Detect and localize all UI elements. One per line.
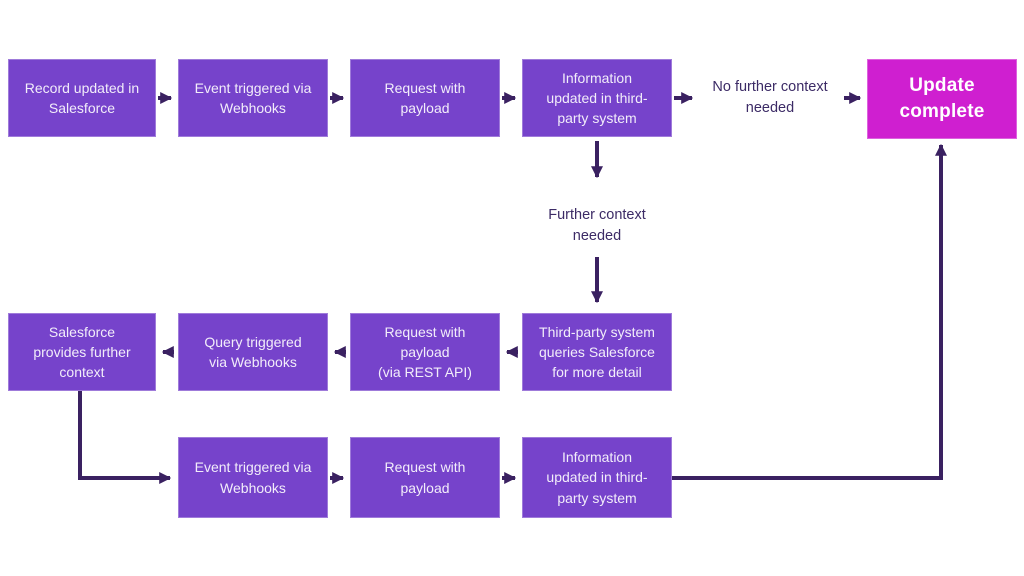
node-label: Update complete bbox=[899, 75, 985, 122]
label-further-context-needed: Further context needed bbox=[525, 203, 669, 249]
node-label: Event triggered via Webhooks bbox=[194, 459, 312, 496]
node-label: Third-party system queries Salesforce fo… bbox=[539, 323, 655, 381]
node-salesforce-provides-context: Salesforce provides further context bbox=[8, 313, 156, 391]
node-label: Request with payload bbox=[384, 79, 466, 116]
node-event-triggered-webhooks-bottom: Event triggered via Webhooks bbox=[178, 437, 328, 518]
node-request-with-payload-bottom: Request with payload bbox=[350, 437, 500, 518]
node-info-updated-third-party-bottom: Information updated in third- party syst… bbox=[522, 437, 672, 518]
node-third-party-queries-salesforce: Third-party system queries Salesforce fo… bbox=[522, 313, 672, 391]
label-no-further-context-needed: No further context needed bbox=[698, 75, 842, 121]
arrow-elbow-right bbox=[672, 143, 947, 480]
node-label: Event triggered via Webhooks bbox=[194, 79, 312, 116]
node-label: Request with payload (via REST API) bbox=[378, 323, 472, 381]
node-update-complete: Update complete bbox=[867, 59, 1017, 139]
node-label: Request with payload bbox=[384, 459, 466, 496]
node-query-triggered-webhooks: Query triggered via Webhooks bbox=[178, 313, 328, 391]
node-label: Salesforce provides further context bbox=[33, 323, 131, 381]
label-text: Further context needed bbox=[548, 206, 646, 244]
node-info-updated-third-party-top: Information updated in third- party syst… bbox=[522, 59, 672, 137]
arrow-elbow-left bbox=[78, 391, 172, 484]
node-request-with-payload-top: Request with payload bbox=[350, 59, 500, 137]
node-label: Information updated in third- party syst… bbox=[546, 449, 648, 506]
label-text: No further context needed bbox=[712, 78, 828, 116]
node-label: Record updated in Salesforce bbox=[24, 79, 140, 116]
node-record-updated-salesforce: Record updated in Salesforce bbox=[8, 59, 156, 137]
node-event-triggered-webhooks-top: Event triggered via Webhooks bbox=[178, 59, 328, 137]
node-request-payload-rest-api: Request with payload (via REST API) bbox=[350, 313, 500, 391]
node-label: Information updated in third- party syst… bbox=[546, 69, 648, 127]
node-label: Query triggered via Webhooks bbox=[204, 333, 302, 370]
